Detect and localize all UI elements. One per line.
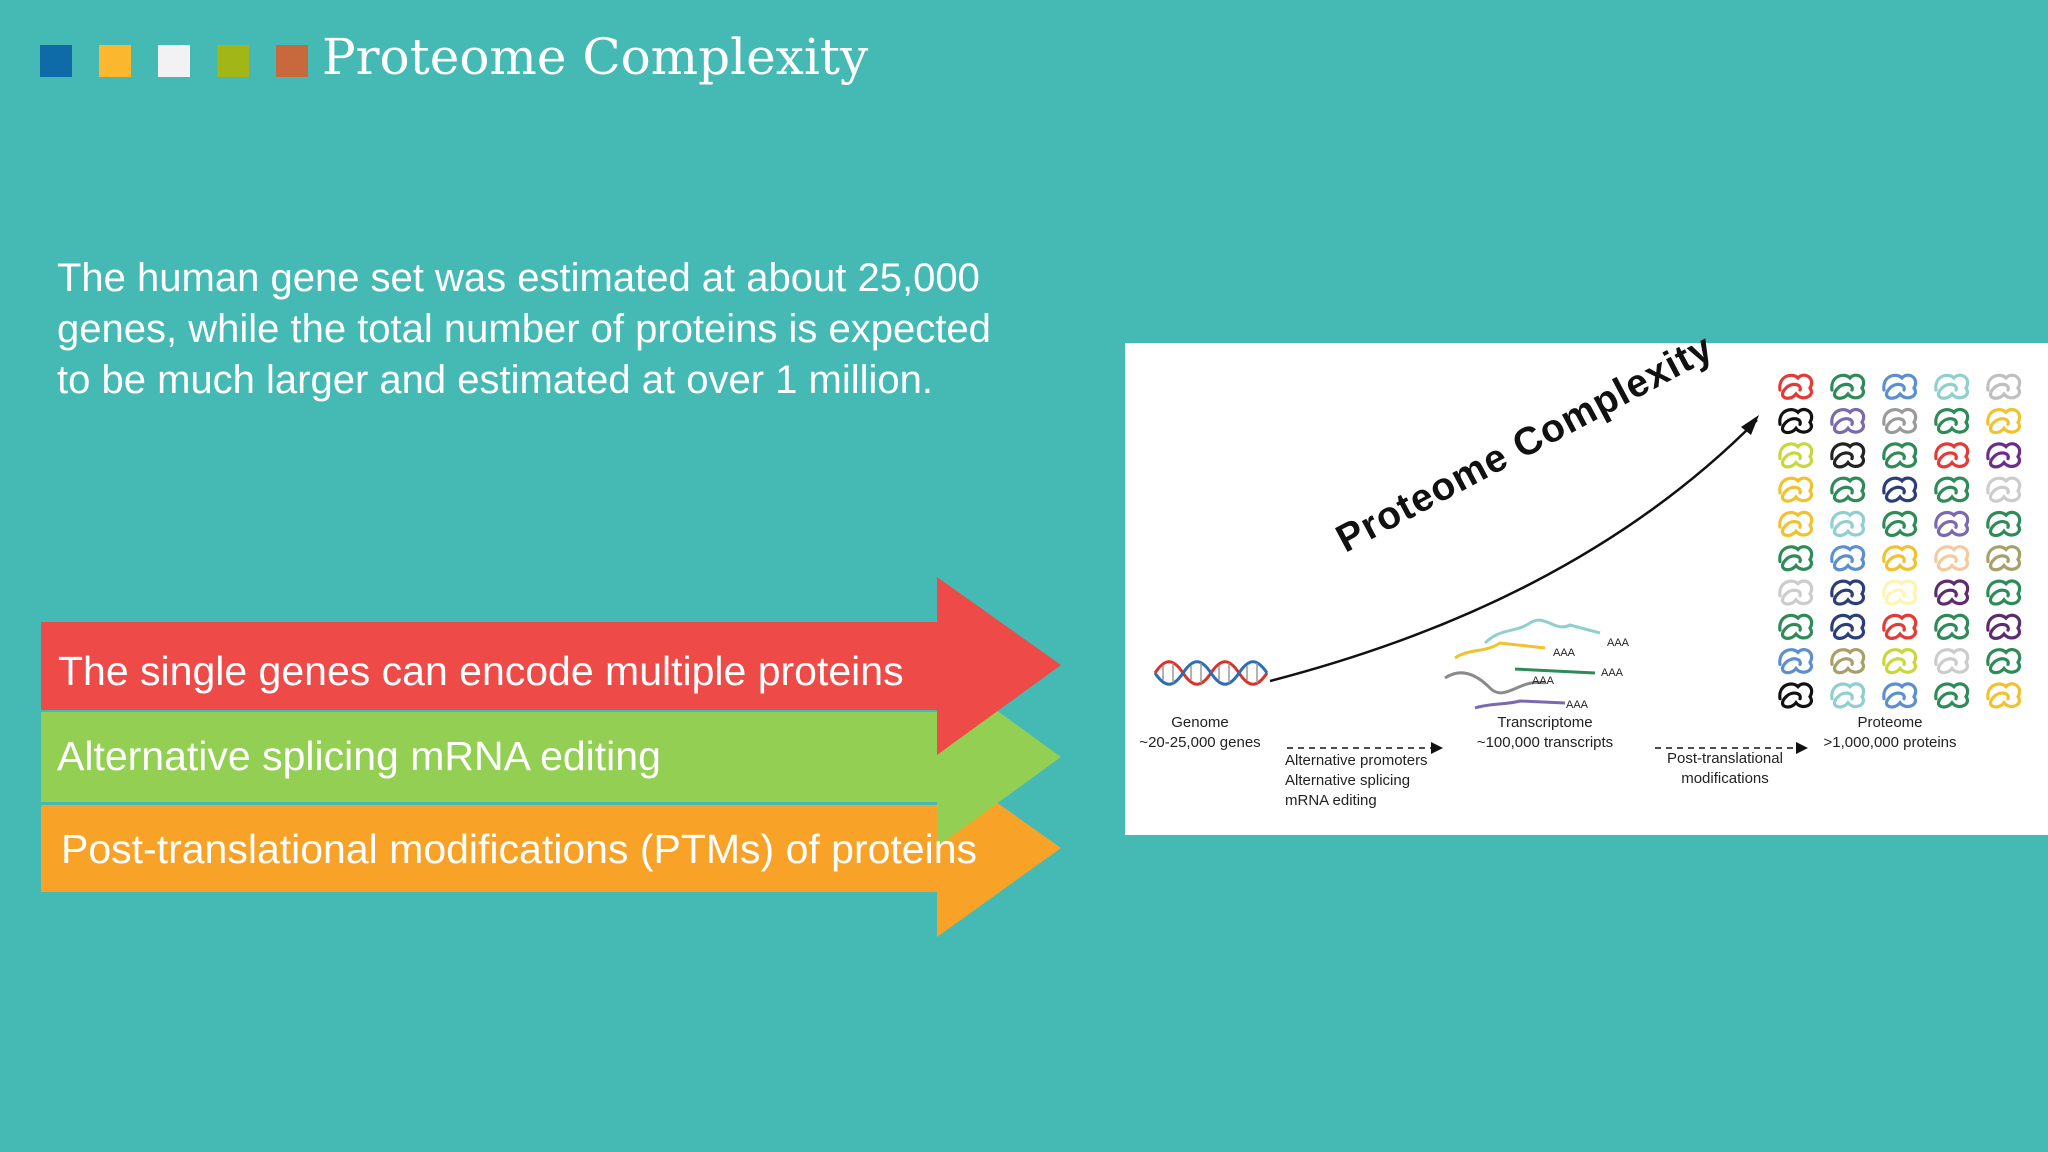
protein-blob bbox=[1778, 545, 1814, 572]
protein-blob bbox=[1778, 579, 1814, 606]
step1-line3: mRNA editing bbox=[1285, 792, 1377, 809]
orange-square bbox=[276, 45, 308, 77]
protein-blob bbox=[1830, 407, 1866, 435]
proteome-complexity-figure: Proteome Complexity AAA AAA AAA AAA AAA … bbox=[1125, 326, 2048, 835]
arrow-label-ptms: Post-translational modifications (PTMs) … bbox=[61, 826, 978, 872]
protein-blob bbox=[1986, 476, 2022, 503]
dashed-arrow-2 bbox=[1655, 742, 1808, 754]
protein-blob bbox=[1778, 613, 1814, 640]
protein-blob bbox=[1986, 545, 2022, 572]
dashed-arrow-1 bbox=[1287, 742, 1443, 754]
protein-blob bbox=[1882, 510, 1918, 538]
proteome-title: Proteome bbox=[1857, 714, 1923, 731]
protein-blob bbox=[1830, 373, 1866, 400]
intro-text: The human gene set was estimated at abou… bbox=[57, 256, 991, 402]
protein-blob bbox=[1830, 579, 1866, 606]
protein-blob bbox=[1778, 648, 1814, 675]
protein-blob bbox=[1830, 613, 1866, 640]
polya-label-5: AAA bbox=[1566, 699, 1589, 711]
arrow-orange bbox=[41, 760, 1061, 937]
protein-blob bbox=[1986, 407, 2022, 435]
figure-graphics bbox=[1153, 373, 2022, 754]
dna-icon bbox=[1153, 660, 1269, 686]
protein-blob bbox=[1830, 510, 1866, 538]
complexity-curve-arrow bbox=[1269, 419, 1758, 683]
step1-line1: Alternative promoters bbox=[1285, 752, 1428, 769]
genome-title: Genome bbox=[1171, 714, 1229, 731]
green-square bbox=[217, 45, 249, 77]
protein-blob bbox=[1778, 442, 1814, 469]
protein-blob bbox=[1778, 476, 1814, 503]
protein-blob bbox=[1830, 545, 1866, 572]
transcriptome-label: Transcriptome ~100,000 transcripts bbox=[1460, 713, 1630, 753]
step1-label: Alternative promoters Alternative splici… bbox=[1285, 751, 1428, 811]
transcriptome-title: Transcriptome bbox=[1497, 714, 1593, 731]
protein-blob bbox=[1830, 442, 1866, 469]
protein-blob bbox=[1986, 682, 2022, 709]
arrow-graphics bbox=[41, 577, 1061, 937]
blue-square bbox=[40, 45, 72, 77]
protein-blob bbox=[1934, 579, 1970, 606]
protein-blob bbox=[1882, 373, 1918, 400]
polya-label-2: AAA bbox=[1553, 647, 1576, 659]
protein-blob bbox=[1986, 373, 2022, 400]
step2-label: Post-translational modifications bbox=[1650, 749, 1800, 789]
polya-label-1: AAA bbox=[1607, 637, 1630, 649]
protein-blob bbox=[1882, 442, 1918, 469]
protein-blob bbox=[1934, 373, 1970, 400]
step1-line2: Alternative splicing bbox=[1285, 772, 1411, 789]
protein-blob bbox=[1830, 682, 1866, 709]
proteome-label: Proteome >1,000,000 proteins bbox=[1815, 713, 1965, 753]
protein-blob bbox=[1934, 442, 1970, 469]
protein-blob bbox=[1882, 476, 1918, 503]
protein-blob bbox=[1934, 545, 1970, 572]
protein-blob bbox=[1830, 476, 1866, 503]
slide-title: Proteome Complexity bbox=[322, 28, 869, 86]
protein-blob bbox=[1986, 510, 2022, 538]
protein-blob bbox=[1986, 579, 2022, 606]
genome-label: Genome ~20-25,000 genes bbox=[1135, 713, 1265, 753]
protein-blob bbox=[1934, 510, 1970, 538]
arrow-red bbox=[41, 577, 1061, 755]
step2-line2: modifications bbox=[1681, 770, 1769, 787]
curve-arrowhead bbox=[1741, 415, 1759, 435]
protein-blob bbox=[1934, 476, 1970, 503]
genome-count: ~20-25,000 genes bbox=[1139, 734, 1261, 751]
protein-blob bbox=[1882, 407, 1918, 435]
protein-blob bbox=[1934, 407, 1970, 435]
proteome-count: >1,000,000 proteins bbox=[1823, 734, 1957, 751]
transcripts-icon bbox=[1444, 618, 1601, 710]
yellow-square bbox=[99, 45, 131, 77]
protein-blob bbox=[1986, 648, 2022, 675]
arrow-label-single-genes: The single genes can encode multiple pro… bbox=[58, 648, 904, 694]
protein-blob bbox=[1934, 648, 1970, 675]
white-square bbox=[158, 45, 190, 77]
protein-blob bbox=[1934, 682, 1970, 709]
protein-blob bbox=[1830, 648, 1866, 675]
protein-blob bbox=[1986, 442, 2022, 469]
protein-blob bbox=[1882, 682, 1918, 709]
arrow-label-splicing: Alternative splicing mRNA editing bbox=[57, 733, 661, 779]
protein-blob bbox=[1986, 613, 2022, 640]
transcriptome-count: ~100,000 transcripts bbox=[1476, 734, 1614, 751]
protein-blob bbox=[1778, 682, 1814, 709]
protein-blob bbox=[1778, 510, 1814, 538]
protein-blob bbox=[1934, 613, 1970, 640]
protein-grid bbox=[1778, 373, 2022, 709]
protein-blob bbox=[1882, 648, 1918, 675]
protein-blob bbox=[1882, 613, 1918, 640]
polya-label-3: AAA bbox=[1601, 667, 1624, 679]
polya-label-4: AAA bbox=[1532, 675, 1555, 687]
protein-blob bbox=[1882, 545, 1918, 572]
protein-blob bbox=[1882, 579, 1918, 606]
protein-blob bbox=[1778, 373, 1814, 400]
step2-line1: Post-translational bbox=[1667, 750, 1783, 767]
protein-blob bbox=[1778, 407, 1814, 435]
arrow-green bbox=[41, 667, 1061, 847]
